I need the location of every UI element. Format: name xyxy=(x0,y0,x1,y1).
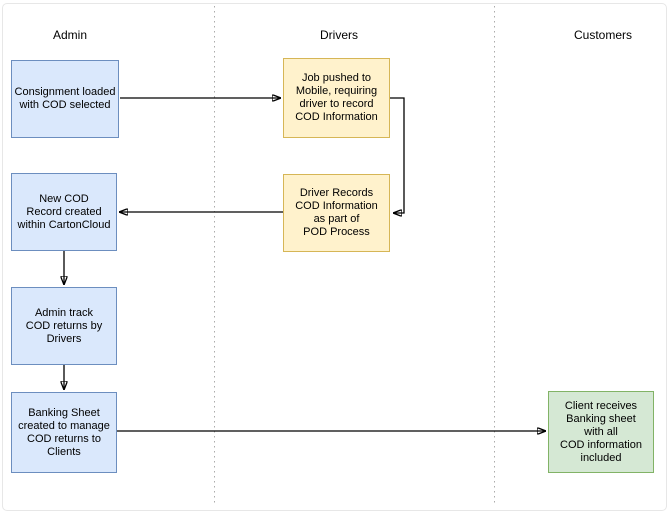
node-label: Driver Records COD Information as part o… xyxy=(295,187,378,238)
lane-divider-admin-drivers xyxy=(214,6,215,504)
node-label: Job pushed to Mobile, requiring driver t… xyxy=(295,72,378,123)
node-label: Banking Sheet created to manage COD retu… xyxy=(18,406,110,458)
node-client-receives: Client receives Banking sheet with all C… xyxy=(548,391,654,473)
node-label: New COD Record created within CartonClou… xyxy=(17,192,111,231)
node-label: Admin track COD returns by Drivers xyxy=(25,306,103,345)
lane-label-admin: Admin xyxy=(52,28,88,42)
node-job-pushed: Job pushed to Mobile, requiring driver t… xyxy=(283,58,390,138)
node-admin-track: Admin track COD returns by Drivers xyxy=(11,287,117,365)
arrow-job-to-driver-records xyxy=(390,97,405,213)
node-driver-records: Driver Records COD Information as part o… xyxy=(283,174,390,252)
lane-divider-drivers-customers xyxy=(494,6,495,504)
node-label: Consignment loaded with COD selected xyxy=(14,86,116,111)
node-label: Client receives Banking sheet with all C… xyxy=(560,399,642,464)
node-banking-sheet: Banking Sheet created to manage COD retu… xyxy=(11,392,117,473)
node-consignment-loaded: Consignment loaded with COD selected xyxy=(11,60,119,138)
lane-label-customers: Customers xyxy=(573,28,633,42)
lane-label-drivers: Drivers xyxy=(320,28,358,42)
node-new-cod-record: New COD Record created within CartonClou… xyxy=(11,173,117,251)
